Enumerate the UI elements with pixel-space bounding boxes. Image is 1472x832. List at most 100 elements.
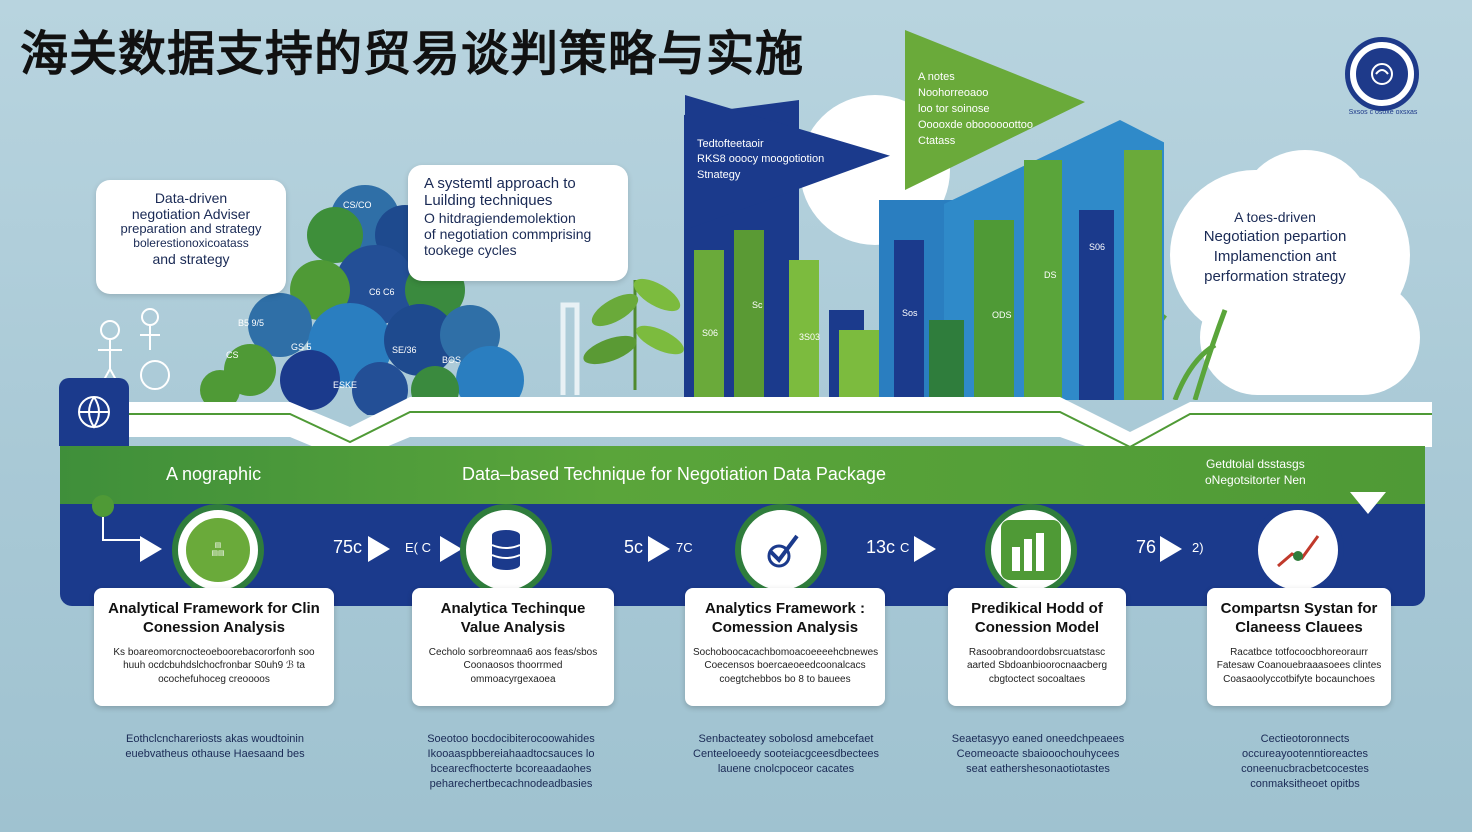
pile-label: GS 5 xyxy=(291,342,312,352)
step-card-3: Analytics Framework : Comession Analysis… xyxy=(685,588,885,706)
band-left-label: A nographic xyxy=(166,464,262,484)
chart-bar-label: Sos xyxy=(902,308,918,318)
people-sketch xyxy=(98,308,170,390)
step-number: 5c xyxy=(624,537,644,557)
flag-blue-line: Tedtofteetaoir xyxy=(697,138,764,150)
pile-label: CS xyxy=(226,350,239,360)
step-arrow xyxy=(914,536,936,562)
chart-bar-label: S06 xyxy=(1089,242,1106,252)
pile-label: ESKE xyxy=(333,380,358,390)
step-number: 13c xyxy=(866,537,896,557)
pile-label: B5 9/5 xyxy=(238,318,265,328)
callout-right-line: A toes-driven xyxy=(1234,209,1316,225)
chart-bar xyxy=(929,320,964,400)
step-suffix: 2) xyxy=(1192,540,1204,555)
step-card-4: Predikical Hodd of Conession Model Rasoo… xyxy=(948,588,1126,706)
card-desc: Rasoobrandoordobsrcuatstasc aarted Sbdoa… xyxy=(966,646,1108,685)
card-title: Analytical Framework for Clin Conession … xyxy=(108,600,320,636)
chart-bar xyxy=(974,220,1014,400)
callout-right-line: Implamenction ant xyxy=(1213,248,1337,266)
chart-bar xyxy=(1124,150,1162,400)
card-title: Analytics Framework : Comession Analysis xyxy=(704,600,866,636)
pile-label: SE/36 xyxy=(392,345,417,355)
card-title: Analytica Techinque Value Analysis xyxy=(440,600,586,636)
callout-left-line: negotiation Adviser xyxy=(131,206,251,223)
step-1-icon: ▤▤▤ xyxy=(183,515,253,585)
step-card-1: Analytical Framework for Clin Conession … xyxy=(94,588,334,706)
step-arrow xyxy=(1160,536,1182,562)
plant-left xyxy=(583,278,684,390)
blob-pile xyxy=(200,185,524,415)
callout-middle-line: A systemtl approach to xyxy=(424,175,576,192)
step-number: 75c xyxy=(333,537,363,557)
callout-left-line: and strategy xyxy=(152,250,230,267)
callout-right-line: Negotiation pepartion xyxy=(1203,227,1347,245)
flag-green-line: Ooooxde oboooooottoo xyxy=(918,118,1033,131)
step-footnote: Eothclcnchareriosts akas woudtoinin eueb… xyxy=(125,733,305,760)
card-desc: Sochoboocacachbomoacoeeeehcbnewes Coecen… xyxy=(693,646,879,685)
step-arrow xyxy=(140,536,162,562)
step-end-marker xyxy=(1350,492,1386,514)
chart-bar xyxy=(1024,160,1062,400)
pile-label: BOS xyxy=(442,355,462,365)
step-circle-3 xyxy=(735,504,827,596)
chart-bar-label: Sc xyxy=(752,300,763,310)
chart-bar-label: DS xyxy=(1044,270,1057,280)
check-icon xyxy=(749,518,813,582)
callout-left-line: bolerestionoxicoatass xyxy=(133,236,249,251)
chart-bar xyxy=(894,240,924,400)
callout-middle-line: O hitdragiendemolektion xyxy=(424,209,576,226)
database-icon xyxy=(474,518,538,582)
callout-right: A toes-driven Negotiation pepartion Impl… xyxy=(1170,208,1380,288)
leaf-icon xyxy=(92,495,145,541)
chart-bar xyxy=(734,230,764,400)
band-right-line: Getdtolal dsstasgs xyxy=(1206,457,1305,471)
cloud-right-3 xyxy=(1200,280,1420,395)
card-title: Predikical Hodd of Conession Model xyxy=(971,600,1103,636)
page-title: 海关数据支持的贸易谈判策略与实施 xyxy=(20,26,805,82)
pile-label: CS/CO xyxy=(343,200,372,210)
step-number: 76 xyxy=(1136,537,1157,557)
card-desc: Cecholo sorbreomnaa6 aos feas/sbos Coona… xyxy=(428,646,598,685)
chart-bar xyxy=(694,250,724,400)
card-title: Compartsn Systan for Claneess Clauees xyxy=(1220,600,1378,636)
callout-middle: A systemtl approach to Luilding techniqu… xyxy=(408,165,628,281)
step-suffix: 7C xyxy=(676,540,693,555)
flag-green-text: A notes Noohorreoaoo loo tor soinose Ooo… xyxy=(918,70,1033,150)
step-circle-4 xyxy=(985,504,1077,596)
step-footnote: Seaetasyyo eaned oneedchpeaees Ceomeoact… xyxy=(951,733,1125,775)
zigzag-band xyxy=(60,397,1432,462)
pipe xyxy=(560,302,580,395)
step-circle-2 xyxy=(460,504,552,596)
band-right-label: Getdtolal dsstasgs oNegotsitorter Nen xyxy=(1205,457,1306,488)
step-arrow xyxy=(368,536,390,562)
flag-blue-line: RKS8 ooocy moogotiotion xyxy=(697,153,825,166)
flag-green-line: Ctatass xyxy=(918,134,956,147)
logo-caption: Sxsos c osoxe oxsxas xyxy=(1348,109,1418,116)
flag-green-line: loo tor soinose xyxy=(918,102,990,115)
callout-left: Data-driven negotiation Adviser preparat… xyxy=(96,180,286,294)
step-suffix: E( C xyxy=(405,540,431,555)
chart-bar xyxy=(839,330,879,400)
card-desc: Racatbce totfocoocbhoreoraurr Fatesaw Co… xyxy=(1216,646,1382,685)
callout-left-line: Data-driven xyxy=(154,190,228,206)
flag-green-line: Noohorreoaoo xyxy=(918,86,989,99)
callout-left-line: preparation and strategy xyxy=(120,221,262,237)
step-suffix: C xyxy=(900,540,910,555)
step-circle-1: ▤▤▤ xyxy=(172,504,264,596)
flag-blue-line: Stnategy xyxy=(697,168,741,181)
band-right-line: oNegotsitorter Nen xyxy=(1205,472,1306,487)
step-card-2: Analytica Techinque Value Analysis Cecho… xyxy=(412,588,614,706)
line-chart-icon xyxy=(1266,518,1330,582)
callout-middle-line: tookege cycles xyxy=(424,241,517,258)
step-card-5: Compartsn Systan for Claneess Clauees Ra… xyxy=(1207,588,1391,706)
bar-chart-icon xyxy=(1001,520,1061,580)
card-desc: Ks boareomorcnocteoeboorebacororfonh soo… xyxy=(113,646,315,685)
pile-label: C6 C6 xyxy=(369,287,395,297)
logo xyxy=(1345,37,1419,111)
chart-bar xyxy=(1079,210,1114,400)
chart-bar-label: 3S03 xyxy=(799,332,821,342)
flag-blue-text: Tedtofteetaoir RKS8 ooocy moogotiotion S… xyxy=(697,137,824,183)
callout-right-line: performation strategy xyxy=(1204,268,1346,286)
globe-badge xyxy=(59,378,129,446)
